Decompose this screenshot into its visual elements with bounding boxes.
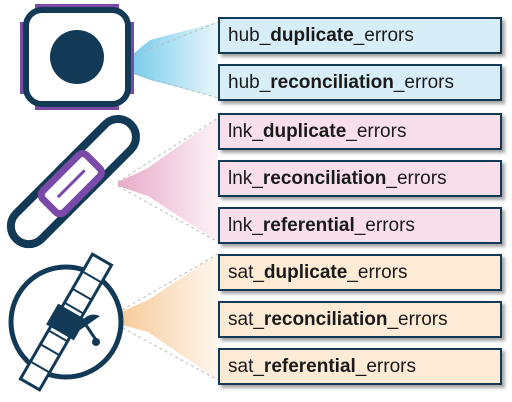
label-lnk-referential-errors: lnk_referential_errors bbox=[218, 207, 502, 244]
chain-link-icon bbox=[6, 115, 140, 249]
label-sat-referential-errors: sat_referential_errors bbox=[218, 348, 502, 385]
lnk-fan-edge-top bbox=[117, 117, 219, 183]
label-sat-duplicate-errors: sat_duplicate_errors bbox=[218, 254, 502, 291]
label-lnk-reconciliation-errors: lnk_reconciliation_errors bbox=[218, 160, 502, 197]
sat-connector-fan bbox=[112, 254, 218, 380]
sat-fan-edge-top bbox=[111, 253, 219, 317]
hub-connector-fan bbox=[128, 22, 218, 98]
sat-fan-edge-bottom bbox=[111, 321, 219, 381]
label-hub-duplicate-errors: hub_duplicate_errors bbox=[218, 17, 502, 54]
label-lnk-duplicate-errors: lnk_duplicate_errors bbox=[218, 113, 502, 150]
hub-icon bbox=[20, 4, 134, 110]
hub-fan-edge-bottom bbox=[127, 71, 219, 99]
lnk-fan-edge-bottom bbox=[117, 185, 219, 243]
label-sat-reconciliation-errors: sat_reconciliation_errors bbox=[218, 301, 502, 338]
satellite-icon bbox=[8, 252, 124, 392]
hub-fan-edge-top bbox=[127, 21, 219, 59]
label-hub-reconciliation-errors: hub_reconciliation_errors bbox=[218, 64, 502, 101]
lnk-connector-fan bbox=[118, 118, 218, 242]
